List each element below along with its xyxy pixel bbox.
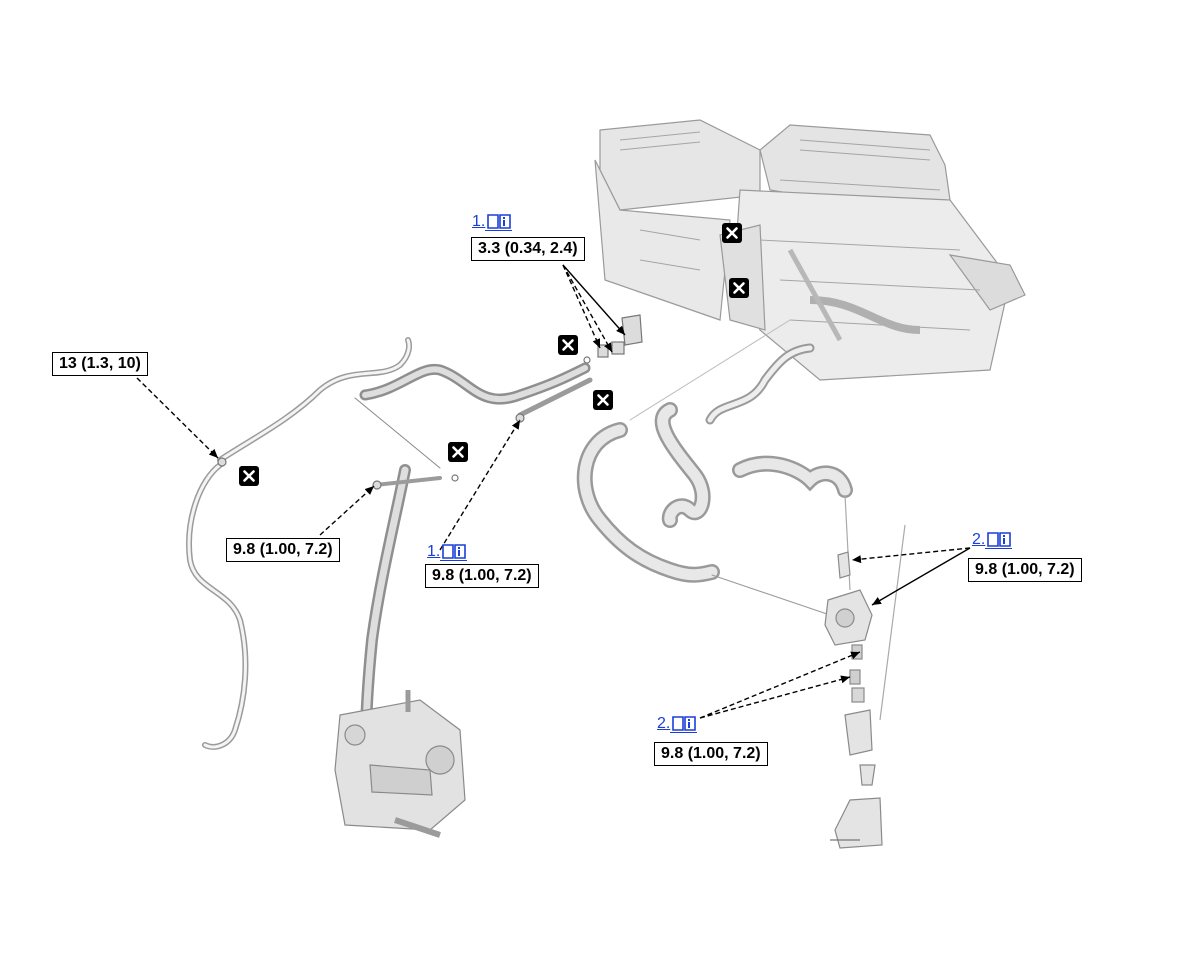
do-not-reuse-icon bbox=[593, 390, 613, 410]
refrigerant-pipes bbox=[186, 337, 593, 766]
leader-lines bbox=[136, 264, 971, 719]
info-book-icon bbox=[672, 716, 697, 731]
water-pump-assembly bbox=[824, 494, 906, 849]
reference-number: 1. bbox=[472, 213, 486, 230]
reference-link[interactable]: 1. bbox=[472, 212, 513, 231]
do-not-reuse-icon bbox=[448, 442, 468, 462]
reference-number: 1. bbox=[427, 543, 441, 560]
reference-link[interactable]: 2. bbox=[972, 530, 1013, 549]
torque-spec-label: 9.8 (1.00, 7.2) bbox=[654, 742, 768, 766]
torque-spec-label: 9.8 (1.00, 7.2) bbox=[226, 538, 340, 562]
heater-hoses bbox=[576, 319, 853, 616]
info-book-icon bbox=[987, 532, 1012, 547]
do-not-reuse-icon bbox=[729, 278, 749, 298]
info-book-icon bbox=[487, 214, 512, 229]
fasteners bbox=[217, 314, 643, 490]
hvac-unit bbox=[594, 119, 1026, 381]
torque-spec-label: 9.8 (1.00, 7.2) bbox=[968, 558, 1082, 582]
torque-spec-label: 9.8 (1.00, 7.2) bbox=[425, 564, 539, 588]
reference-link[interactable]: 2. bbox=[657, 714, 698, 733]
torque-spec-label: 3.3 (0.34, 2.4) bbox=[471, 237, 585, 261]
do-not-reuse-icon bbox=[239, 466, 259, 486]
reference-number: 2. bbox=[972, 531, 986, 548]
reference-number: 2. bbox=[657, 715, 671, 732]
info-book-icon bbox=[442, 544, 467, 559]
torque-spec-label: 13 (1.3, 10) bbox=[52, 352, 148, 376]
do-not-reuse-icon bbox=[558, 335, 578, 355]
reference-link[interactable]: 1. bbox=[427, 542, 468, 561]
do-not-reuse-icon bbox=[722, 223, 742, 243]
compressor bbox=[334, 690, 466, 838]
